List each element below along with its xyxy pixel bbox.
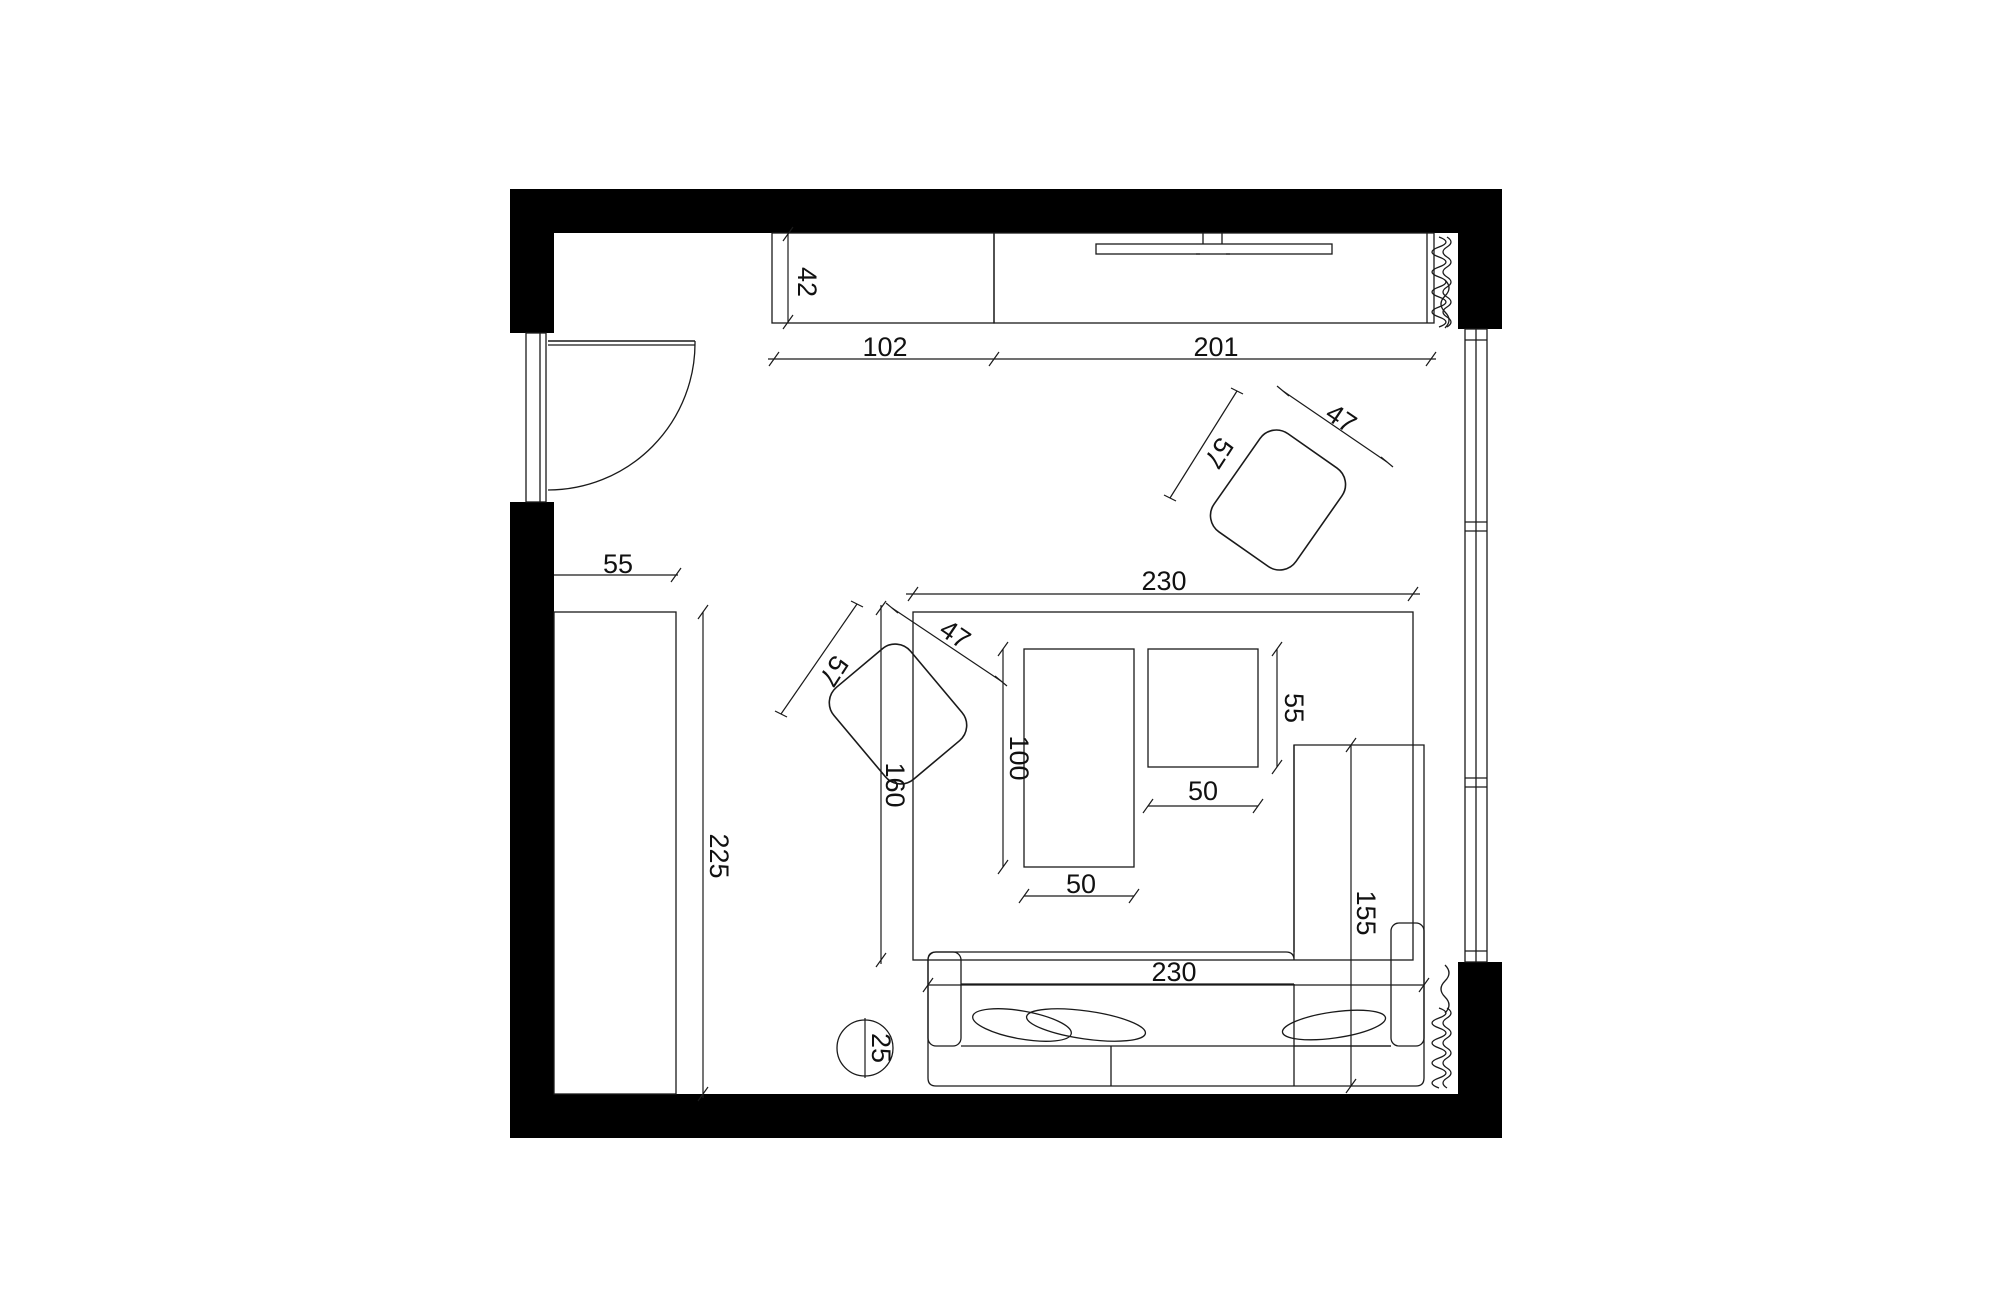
bed-length-label: 225 — [704, 833, 734, 878]
rug-width-label: 230 — [1141, 566, 1186, 596]
ottoman-width-label: 50 — [1188, 776, 1218, 806]
sofa-cushion — [1025, 1008, 1147, 1042]
chair-top-depth-label: 57 — [1198, 432, 1240, 474]
curtain-bottom — [1431, 964, 1452, 1089]
entry-door[interactable] — [525, 332, 696, 503]
door-swing-arc — [547, 340, 696, 491]
sofa-arm-left — [927, 951, 962, 1047]
sofa-width-label: 230 — [1151, 957, 1196, 987]
curtain-top — [1431, 236, 1452, 329]
wall-left-upper — [510, 189, 554, 333]
chair-left-depth-label: 57 — [813, 650, 855, 692]
wall-left-lower — [510, 502, 554, 1138]
wardrobe-unit — [771, 232, 1435, 324]
sofa-chaise-length-label: 155 — [1351, 890, 1381, 935]
wardrobe-left-width-label: 102 — [862, 332, 907, 362]
wall-right-lower — [1458, 962, 1502, 1138]
wall-top — [510, 189, 1502, 233]
chair-left-width-label: 47 — [934, 614, 976, 656]
sofa-cushion — [972, 1008, 1072, 1042]
walls — [510, 189, 1502, 1138]
side-table-diameter-label: 25 — [866, 1033, 896, 1063]
tv — [1095, 233, 1333, 255]
dimension-labels: 42 102 201 47 57 55 230 47 57 55 50 100 … — [603, 267, 1381, 1063]
coffee-table — [1023, 648, 1135, 868]
rug — [912, 611, 1414, 961]
bed — [553, 611, 677, 1095]
sofa-cushion — [1281, 1009, 1387, 1041]
ottoman — [1147, 648, 1259, 768]
armchair-left — [828, 643, 968, 785]
ottoman-depth-label: 55 — [1279, 693, 1309, 723]
tv-unit — [993, 232, 1435, 324]
dimension-lines — [554, 226, 1437, 1102]
wall-bottom — [510, 1094, 1502, 1138]
window — [1464, 328, 1488, 963]
coffee-table-length-label: 100 — [1004, 735, 1034, 780]
rug-length-label: 160 — [880, 762, 910, 807]
door-clearance-label: 55 — [603, 549, 633, 579]
door-frame — [525, 332, 547, 503]
coffee-table-width-label: 50 — [1066, 869, 1096, 899]
wall-right-upper — [1458, 189, 1502, 329]
wardrobe-depth-label: 42 — [792, 267, 822, 297]
armchair-top — [1209, 429, 1347, 571]
wardrobe-right-width-label: 201 — [1193, 332, 1238, 362]
chair-top-width-label: 47 — [1320, 398, 1362, 440]
